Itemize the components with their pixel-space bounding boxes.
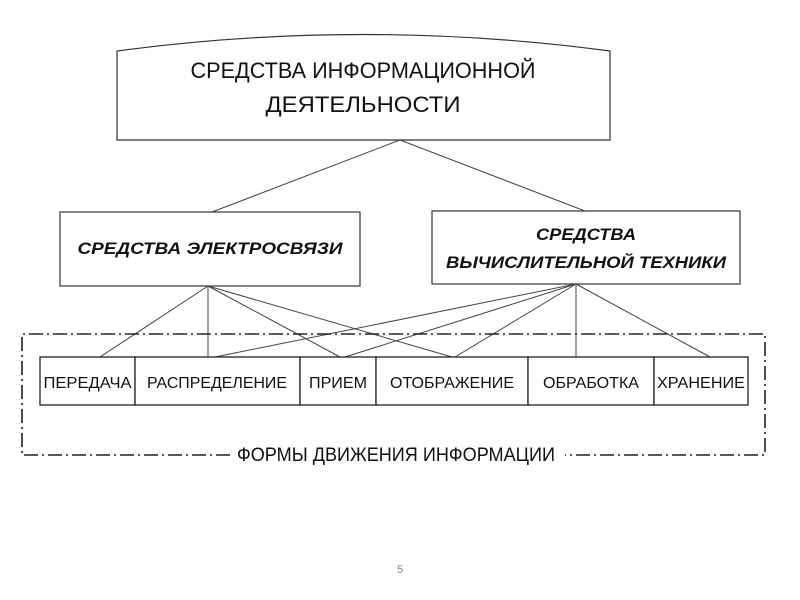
root-node-box [116, 33, 611, 141]
form-cell-hranenie [653, 356, 749, 406]
connector-root-right [399, 139, 586, 212]
form-label-raspredelenie: РАСПРЕДЕЛЕНИЕ [147, 375, 287, 392]
connector-right-raspredelenie [214, 283, 577, 358]
connector-left-priem [207, 285, 341, 358]
right-node-line2: ВЫЧИСЛИТЕЛЬНОЙ ТЕХНИКИ [446, 252, 727, 272]
right-node-line1: СРЕДСТВА [536, 225, 636, 244]
form-label-otobrazhenie: ОТОБРАЖЕНИЕ [390, 375, 514, 392]
left-node-box [59, 211, 361, 287]
form-cell-peredacha [39, 356, 136, 406]
forms-group-frame [21, 333, 766, 456]
left-node-label: СРЕДСТВА ЭЛЕКТРОСВЯЗИ [78, 239, 344, 258]
connector-left-peredacha [99, 285, 209, 358]
form-label-hranenie: ХРАНЕНИЕ [657, 375, 745, 392]
form-cell-raspredelenie [134, 356, 301, 406]
form-label-priem: ПРИЕМ [309, 375, 367, 392]
root-node-line2: ДЕЯТЕЛЬНОСТИ [266, 92, 461, 117]
connector-root-left [211, 139, 401, 213]
forms-row: ПЕРЕДАЧА РАСПРЕДЕЛЕНИЕ ПРИЕМ ОТОБРАЖЕНИЕ… [39, 356, 749, 406]
form-label-peredacha: ПЕРЕДАЧА [44, 375, 132, 392]
form-cell-otobrazhenie [375, 356, 529, 406]
form-label-obrabotka: ОБРАБОТКА [543, 375, 639, 392]
right-node-box [431, 210, 741, 285]
form-cell-priem [299, 356, 377, 406]
connector-right-priem [344, 283, 577, 358]
left-node-connectors [99, 285, 453, 358]
right-node-connectors [214, 283, 711, 358]
forms-group-label: ФОРМЫ ДВИЖЕНИЯ ИНФОРМАЦИИ [237, 445, 555, 466]
connector-right-hranenie [575, 283, 711, 358]
form-cell-obrabotka [527, 356, 655, 406]
connector-left-otobrazhenie [207, 285, 453, 358]
page-number: 5 [396, 564, 404, 576]
root-node-line1: СРЕДСТВА ИНФОРМАЦИОННОЙ [191, 58, 536, 83]
connector-right-otobrazhenie [454, 283, 577, 358]
